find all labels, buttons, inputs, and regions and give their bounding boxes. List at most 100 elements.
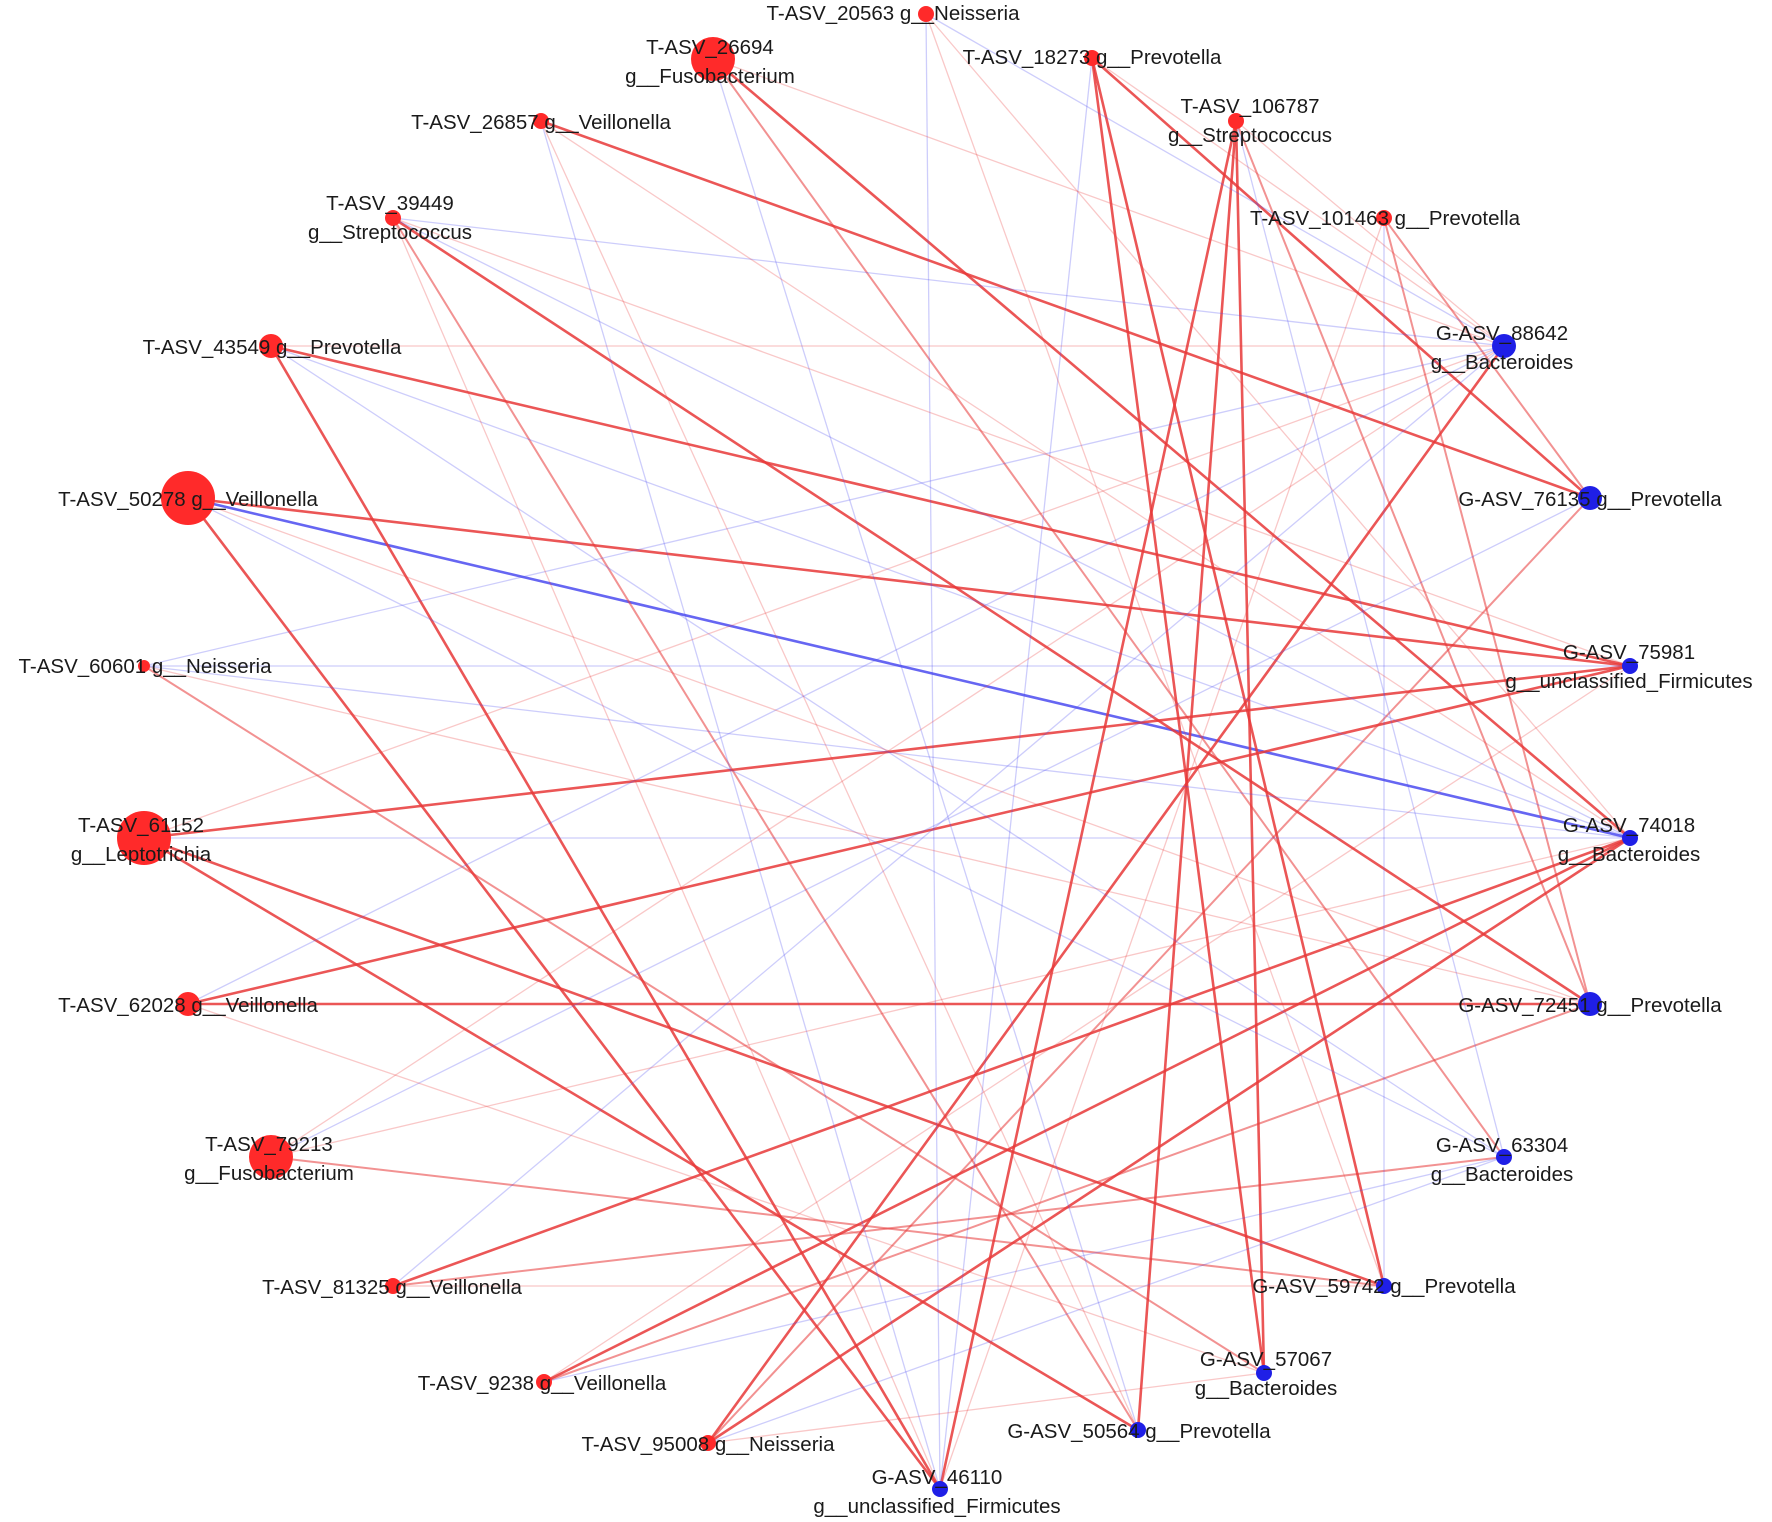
edge-t-asv-18273-g-asv-59742 [1090, 56, 1386, 1288]
edge-t-asv-39449-g-asv-72451 [391, 216, 1592, 1006]
node-label-g-asv-72451-line-1: G-ASV_72451 g__Prevotella [1458, 994, 1722, 1017]
node-t-asv-81325[interactable] [385, 1278, 401, 1294]
node-label-t-asv-26694-line-2: g__Fusobacterium [625, 65, 795, 88]
edge-t-asv-26694-g-asv-50564 [712, 58, 1139, 1431]
node-t-asv-50278[interactable] [161, 471, 215, 525]
node-g-asv-74018[interactable] [1622, 830, 1638, 846]
node-t-asv-95008[interactable] [700, 1435, 716, 1451]
edge-t-asv-62028-g-asv-88642 [187, 345, 1505, 1005]
node-label-g-asv-63304-line-1: G-ASV_63304 [1436, 1134, 1568, 1157]
node-label-g-asv-76135-line-1: G-ASV_76135 g__Prevotella [1458, 488, 1722, 511]
edge-t-asv-20563-g-asv-88642 [925, 13, 1505, 347]
node-label-t-asv-101463-line-1: T-ASV_101463 g__Prevotella [1250, 207, 1521, 230]
edge-t-asv-43549-g-asv-74018 [270, 345, 1631, 839]
edge-t-asv-106787-g-asv-50564 [1136, 119, 1238, 1432]
edge-t-asv-39449-g-asv-46110 [392, 217, 941, 1490]
node-g-asv-76135[interactable] [1578, 486, 1602, 510]
node-label-t-asv-62028-line-1: T-ASV_62028 g__Veillonella [58, 994, 318, 1017]
edge-t-asv-26857-g-asv-74018 [540, 120, 1631, 839]
edge-t-asv-39449-g-asv-88642 [392, 217, 1505, 347]
edge-t-asv-50278-g-asv-74018 [186, 496, 1632, 840]
node-g-asv-75981[interactable] [1622, 658, 1638, 674]
node-label-t-asv-39449-line-1: T-ASV_39449 [326, 192, 454, 215]
edge-t-asv-26857-g-asv-50564 [540, 120, 1139, 1431]
node-g-asv-50564[interactable] [1130, 1422, 1146, 1438]
node-label-g-asv-74018-line-1: G-ASV_74018 [1563, 814, 1695, 837]
edge-g-asv-74018-t-asv-9238 [542, 836, 1632, 1384]
edge-t-asv-106787-g-asv-63304 [1235, 120, 1505, 1158]
node-label-g-asv-63304-line-2: g__Bacteroides [1431, 1163, 1573, 1186]
node-g-asv-63304[interactable] [1496, 1149, 1512, 1165]
edge-t-asv-43549-g-asv-46110 [269, 344, 942, 1491]
node-t-asv-39449[interactable] [385, 210, 401, 226]
edge-g-asv-74018-t-asv-81325 [391, 836, 1632, 1288]
edge-t-asv-61152-g-asv-88642 [143, 345, 1505, 839]
node-label-t-asv-79213-line-2: g__Fusobacterium [184, 1162, 354, 1185]
edge-t-asv-50278-g-asv-63304 [187, 497, 1505, 1158]
edge-t-asv-79213-g-asv-88642 [270, 345, 1505, 1158]
node-t-asv-9238[interactable] [536, 1374, 552, 1390]
edge-layer [142, 13, 1632, 1491]
edge-t-asv-106787-g-asv-88642 [1235, 120, 1505, 347]
node-label-t-asv-106787-line-2: g__Streptococcus [1168, 124, 1332, 147]
edge-t-asv-26694-g-asv-88642 [712, 58, 1505, 347]
edge-t-asv-79213-g-asv-59742 [270, 1156, 1385, 1287]
edge-t-asv-50278-g-asv-72451 [187, 497, 1591, 1005]
node-label-t-asv-61152-line-1: T-ASV_61152 [78, 814, 204, 837]
node-label-t-asv-26694-line-1: T-ASV_26694 [646, 36, 774, 59]
edge-t-asv-61152-g-asv-59742 [142, 836, 1386, 1288]
node-label-g-asv-46110-line-1: G-ASV_46110 [872, 1466, 1003, 1489]
edge-t-asv-9238-g-asv-63304 [543, 1156, 1505, 1383]
node-t-asv-101463[interactable] [1376, 210, 1392, 226]
node-t-asv-60601[interactable] [138, 660, 150, 672]
node-layer [117, 6, 1638, 1497]
edge-t-asv-9238-g-asv-75981 [543, 665, 1631, 1383]
edge-t-asv-39449-g-asv-74018 [392, 217, 1631, 839]
edge-t-asv-20563-g-asv-59742 [925, 13, 1385, 1287]
node-label-g-asv-75981-line-1: G-ASV_75981 [1563, 641, 1695, 664]
edge-t-asv-20563-g-asv-74018 [925, 13, 1631, 839]
node-label-t-asv-79213-line-1: T-ASV_79213 [205, 1133, 333, 1156]
edge-g-asv-88642-t-asv-95008 [706, 344, 1506, 1445]
edge-t-asv-106787-g-asv-46110 [938, 119, 1238, 1491]
node-g-asv-88642[interactable] [1492, 334, 1516, 358]
node-t-asv-18273[interactable] [1084, 50, 1100, 66]
edge-t-asv-39449-g-asv-75981 [392, 217, 1631, 667]
edge-t-asv-101463-g-asv-46110 [939, 217, 1385, 1490]
edge-t-asv-50278-g-asv-75981 [186, 496, 1632, 668]
node-label-t-asv-60601-line-1: T-ASV_60601 g__Neisseria [19, 655, 273, 678]
edge-t-asv-39449-g-asv-50564 [392, 217, 1139, 1431]
node-t-asv-62028[interactable] [176, 992, 200, 1016]
node-g-asv-57067[interactable] [1256, 1365, 1272, 1381]
node-t-asv-43549[interactable] [259, 334, 283, 358]
node-label-t-asv-50278-line-1: T-ASV_50278 g__Veillonella [58, 488, 318, 511]
node-t-asv-106787[interactable] [1228, 113, 1244, 129]
edge-t-asv-101463-g-asv-72451 [1383, 217, 1591, 1005]
edge-t-asv-60601-g-asv-74018 [143, 665, 1631, 839]
edge-t-asv-26857-g-asv-46110 [540, 120, 941, 1490]
node-g-asv-59742[interactable] [1376, 1278, 1392, 1294]
node-t-asv-26857[interactable] [533, 113, 549, 129]
node-label-t-asv-95008-line-1: T-ASV_95008 g__Neisseria [582, 1433, 836, 1456]
edge-t-asv-106787-g-asv-57067 [1234, 119, 1266, 1375]
edge-t-asv-26694-g-asv-63304 [712, 58, 1505, 1158]
node-t-asv-26694[interactable] [691, 37, 735, 81]
edge-t-asv-60601-g-asv-72451 [143, 665, 1591, 1005]
edge-t-asv-95008-g-asv-57067 [707, 1372, 1265, 1444]
edge-t-asv-79213-g-asv-74018 [270, 837, 1631, 1158]
edge-t-asv-50278-g-asv-46110 [186, 496, 942, 1491]
node-g-asv-46110[interactable] [932, 1481, 948, 1497]
edge-t-asv-60601-g-asv-57067 [143, 665, 1265, 1374]
edge-t-asv-18273-g-asv-76135 [1090, 56, 1592, 500]
node-label-g-asv-57067-line-2: g__Bacteroides [1195, 1377, 1337, 1400]
edge-t-asv-43549-g-asv-63304 [270, 345, 1505, 1158]
edge-t-asv-18273-g-asv-57067 [1090, 56, 1266, 1375]
node-label-t-asv-39449-line-2: g__Streptococcus [308, 221, 472, 244]
node-g-asv-72451[interactable] [1578, 992, 1602, 1016]
node-label-t-asv-106787-line-1: T-ASV_106787 [1180, 95, 1319, 118]
node-t-asv-61152[interactable] [117, 811, 171, 865]
node-t-asv-20563[interactable] [918, 6, 934, 22]
node-t-asv-79213[interactable] [249, 1135, 293, 1179]
node-label-t-asv-18273-line-1: T-ASV_18273 g__Prevotella [963, 46, 1222, 69]
